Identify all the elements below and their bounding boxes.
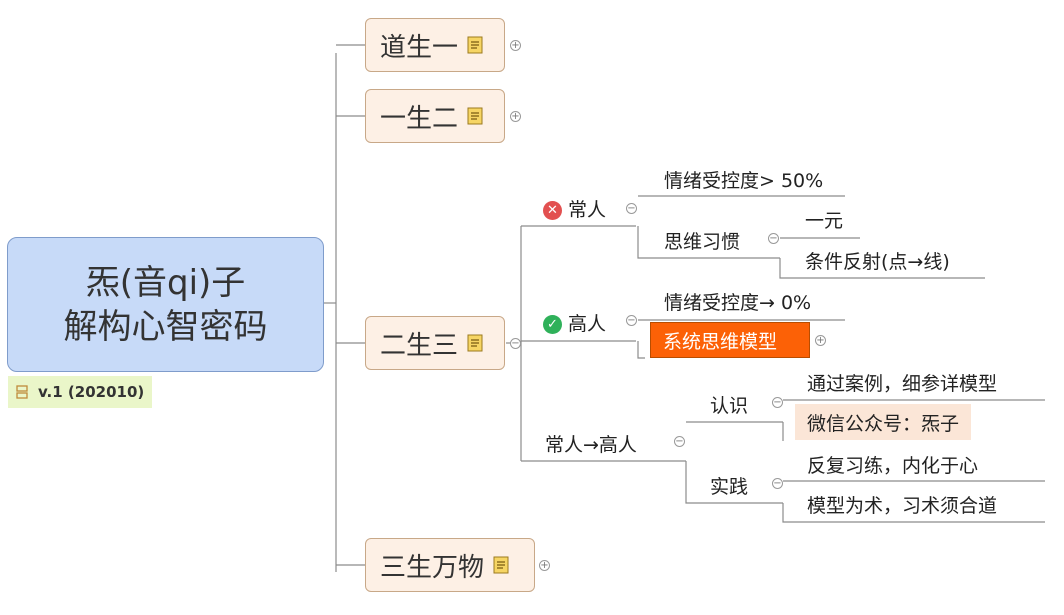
note-icon[interactable] <box>467 107 483 125</box>
topic-ershengsan[interactable]: 二生三 <box>365 316 505 370</box>
topic-label: 道生一 <box>380 32 459 63</box>
collapse-toggle-transition[interactable]: − <box>674 436 685 447</box>
central-topic[interactable]: 炁(音qi)子 解构心智密码 <box>7 237 324 372</box>
topic-renshi[interactable]: 认识 <box>710 395 749 417</box>
version-icon <box>16 385 28 399</box>
collapse-toggle-shijian[interactable]: − <box>772 478 783 489</box>
topic-label: 三生万物 <box>380 552 485 583</box>
expand-toggle-yishenger[interactable]: + <box>510 111 521 122</box>
topic-thinking-habit[interactable]: 思维习惯 <box>664 231 741 253</box>
topic-sanshengwanwu[interactable]: 三生万物 <box>365 538 535 592</box>
collapse-toggle-changren[interactable]: − <box>626 203 637 214</box>
note-icon[interactable] <box>467 334 483 352</box>
collapse-toggle-renshi[interactable]: − <box>772 397 783 408</box>
topic-practice[interactable]: 反复习练，内化于心 <box>807 455 979 477</box>
topic-gaoren[interactable]: ✓ 高人 <box>543 309 606 336</box>
central-topic-line2: 解构心智密码 <box>63 306 268 347</box>
topic-label: 高人 <box>568 313 607 335</box>
topic-wechat-account[interactable]: 微信公众号：炁子 <box>795 404 972 440</box>
topic-emotion-gaoren[interactable]: 情绪受控度→ 0% <box>664 292 812 314</box>
topic-emotion-changren[interactable]: 情绪受控度> 50% <box>664 170 824 192</box>
note-icon[interactable] <box>493 556 509 574</box>
topic-yishenger[interactable]: 一生二 <box>365 89 505 143</box>
expand-toggle-system-thinking-model[interactable]: + <box>815 335 826 346</box>
topic-system-thinking-model[interactable]: 系统思维模型 <box>650 322 810 358</box>
topic-yiyuan[interactable]: 一元 <box>805 210 844 232</box>
collapse-toggle-ershengsan[interactable]: − <box>510 338 521 349</box>
expand-toggle-sanshengwanwu[interactable]: + <box>539 560 550 571</box>
topic-label: 二生三 <box>380 330 459 361</box>
expand-toggle-daoshengyi[interactable]: + <box>510 40 521 51</box>
topic-model-as-skill[interactable]: 模型为术，习术须合道 <box>807 495 998 517</box>
topic-shijian[interactable]: 实践 <box>710 476 749 498</box>
note-icon[interactable] <box>467 36 483 54</box>
version-text: v.1 (202010) <box>38 383 145 401</box>
topic-changren[interactable]: ✕ 常人 <box>543 195 606 222</box>
topic-case-study[interactable]: 通过案例，细参详模型 <box>807 373 998 395</box>
cross-icon: ✕ <box>543 201 562 220</box>
check-icon: ✓ <box>543 315 562 334</box>
topic-changren-to-gaoren[interactable]: 常人→高人 <box>545 434 637 456</box>
topic-label: 一生二 <box>380 103 459 134</box>
central-topic-line1: 炁(音qi)子 <box>85 262 246 303</box>
collapse-toggle-thinking-habit[interactable]: − <box>768 233 779 244</box>
collapse-toggle-gaoren[interactable]: − <box>626 315 637 326</box>
topic-daoshengyi[interactable]: 道生一 <box>365 18 505 72</box>
topic-label: 常人 <box>568 199 607 221</box>
topic-conditioned-reflex[interactable]: 条件反射(点→线) <box>805 251 950 273</box>
version-label: v.1 (202010) <box>8 376 153 408</box>
